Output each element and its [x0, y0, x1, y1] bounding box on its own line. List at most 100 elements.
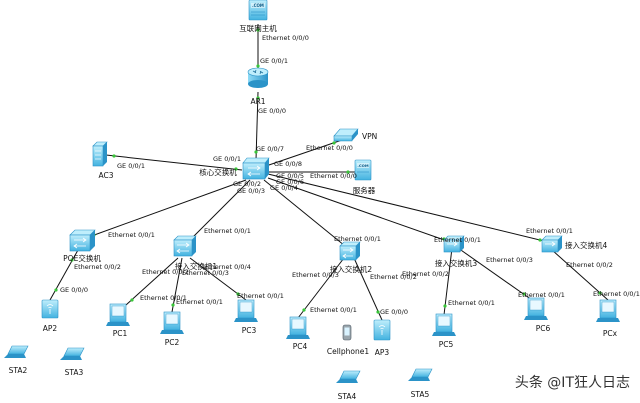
- device-pc5[interactable]: PC5: [432, 313, 456, 349]
- port-dot: [254, 150, 258, 154]
- device-label: PC4: [293, 342, 308, 351]
- port-label: Ethernet 0/0/1: [593, 290, 640, 298]
- device-label: VPN: [362, 132, 377, 141]
- link-core-ac3: [105, 154, 243, 171]
- port-dot: [70, 258, 74, 262]
- device-access-switch-3[interactable]: 接入交换机3: [435, 235, 477, 268]
- link-access1-pc2: [171, 257, 183, 313]
- vpn-icon: [333, 128, 359, 142]
- port-dot: [376, 310, 380, 314]
- device-pcx[interactable]: PCx: [596, 299, 620, 338]
- switch-icon: [443, 235, 465, 253]
- port-label: Ethernet 0/0/2: [370, 273, 417, 281]
- device-label: PC6: [536, 324, 551, 333]
- link-access2-pc4: [297, 257, 345, 319]
- port-label: GE 0/0/0: [380, 308, 408, 316]
- device-label: AP3: [375, 348, 390, 357]
- pc-icon: [106, 303, 130, 326]
- cellphone-icon: [342, 324, 352, 341]
- device-label: AR1: [250, 97, 265, 106]
- port-label: GE 0/0/0: [60, 286, 88, 294]
- port-label: Ethernet 0/0/3: [292, 271, 339, 279]
- device-core-switch[interactable]: 核心交换机: [199, 157, 270, 180]
- port-label: Ethernet 0/0/2: [402, 270, 449, 278]
- switch-icon: [339, 241, 361, 261]
- device-ap3[interactable]: AP3: [373, 319, 391, 357]
- link-core-vpn: [265, 139, 343, 167]
- device-label: Cellphone1: [327, 347, 369, 356]
- switch-icon: [69, 229, 96, 252]
- pc-icon: [234, 299, 258, 322]
- port-label: Ethernet 0/0/0: [310, 172, 357, 180]
- device-access-switch-2[interactable]: 接入交换机2: [330, 241, 372, 274]
- device-vpn[interactable]: VPN: [333, 128, 377, 142]
- device-sta2[interactable]: STA2: [4, 345, 29, 375]
- link-access1-pc3: [189, 257, 247, 301]
- device-label: PC3: [242, 326, 257, 335]
- router-icon: [247, 67, 269, 88]
- link-access3-pc5: [443, 247, 453, 316]
- device-label: 互联网主机: [239, 23, 277, 33]
- port-label: Ethernet 0/0/1: [434, 236, 481, 244]
- port-dot: [256, 28, 260, 32]
- device-pc4[interactable]: PC4: [286, 316, 310, 351]
- port-dot: [598, 291, 602, 295]
- port-label: Ethernet 0/0/1: [526, 227, 573, 235]
- port-label: GE 0/0/1: [260, 57, 288, 65]
- port-dot: [112, 154, 116, 158]
- device-label: STA5: [411, 390, 430, 399]
- port-label: Ethernet 0/0/1: [204, 227, 251, 235]
- link-core-access3: [267, 177, 451, 243]
- device-label: STA2: [9, 366, 28, 375]
- device-pc1[interactable]: PC1: [106, 303, 130, 338]
- port-label: GE 0/0/1: [117, 162, 145, 170]
- port-label: Ethernet 0/0/1: [108, 231, 155, 239]
- port-dot: [171, 303, 175, 307]
- port-label: GE 0/0/3: [237, 187, 265, 195]
- pc-icon: [596, 299, 620, 322]
- device-pc3[interactable]: PC3: [234, 299, 258, 335]
- device-label: 接入交换机4: [565, 240, 607, 250]
- port-label: GE 0/0/2: [233, 180, 261, 188]
- server-icon: .COM: [354, 159, 372, 181]
- device-internet-host[interactable]: .COM 互联网主机: [239, 0, 277, 33]
- laptop-icon: [60, 347, 85, 360]
- ap-icon: [373, 319, 391, 341]
- port-dot: [346, 170, 350, 174]
- device-pc2[interactable]: PC2: [160, 311, 184, 347]
- device-label: STA4: [338, 392, 357, 401]
- port-label: GE 0/0/4: [270, 184, 298, 192]
- port-label: Ethernet 0/0/0: [262, 34, 309, 42]
- port-dot: [332, 141, 336, 145]
- device-poe-switch[interactable]: POE交换机: [63, 229, 101, 263]
- device-label: STA3: [65, 368, 84, 377]
- port-label: Ethernet 0/0/3: [182, 269, 229, 277]
- link-access1-pc1: [125, 257, 179, 306]
- device-ar1[interactable]: AR1: [247, 67, 269, 106]
- device-cellphone1[interactable]: Cellphone1: [327, 324, 369, 356]
- port-label: GE 0/0/0: [258, 107, 286, 115]
- port-label: Ethernet 0/0/1: [518, 291, 565, 299]
- device-sta4[interactable]: STA4: [336, 370, 361, 401]
- port-labels: Ethernet 0/0/0 GE 0/0/1 GE 0/0/0 GE 0/0/…: [60, 34, 640, 316]
- device-ap2[interactable]: AP2: [41, 299, 59, 333]
- device-server[interactable]: .COM 服务器: [353, 159, 376, 195]
- device-sta5[interactable]: STA5: [408, 368, 433, 399]
- port-dot: [256, 96, 260, 100]
- device-sta3[interactable]: STA3: [60, 347, 85, 377]
- port-label: Ethernet 0/0/1: [448, 299, 495, 307]
- device-label: PC2: [165, 338, 180, 347]
- device-label: 接入交换机3: [435, 258, 477, 268]
- port-label: Ethernet 0/0/2: [74, 263, 121, 271]
- link-access2-ap3: [353, 257, 383, 321]
- device-ac3[interactable]: AC3: [92, 141, 114, 180]
- device-access-switch-4[interactable]: 接入交换机4: [541, 235, 607, 253]
- device-pc6[interactable]: PC6: [524, 297, 551, 333]
- device-label: 接入交换机1: [175, 261, 217, 271]
- port-dot: [256, 64, 260, 68]
- device-access-switch-1[interactable]: 接入交换机1: [173, 235, 217, 271]
- port-dot: [54, 288, 58, 292]
- port-dot: [236, 292, 240, 296]
- pc-icon: [160, 311, 184, 334]
